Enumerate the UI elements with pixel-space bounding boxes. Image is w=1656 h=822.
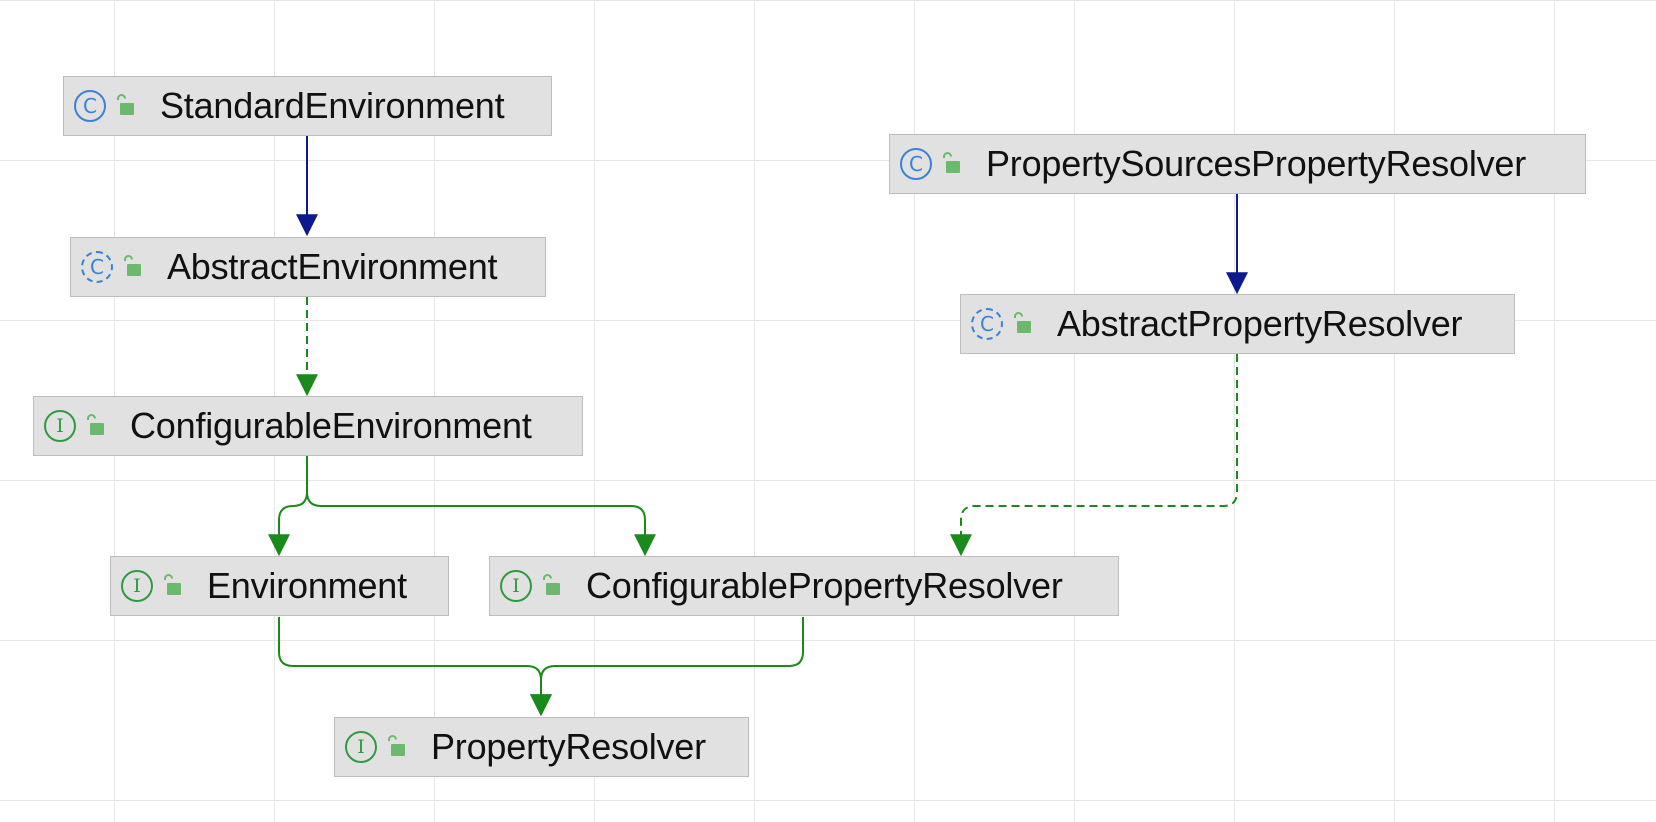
edge-configurable-environment-to-environment [268,456,308,557]
edge-configurable-property-resolver-to-property-resolver [530,617,804,717]
interface-icon: I [44,410,76,442]
edge-abstract-property-resolver-to-configurable-property-resolver [950,354,1238,557]
public-lock-icon [114,94,138,118]
node-configurable-property-resolver[interactable]: I ConfigurablePropertyResolver [489,556,1119,616]
node-environment[interactable]: I Environment [110,556,449,616]
node-standard-environment[interactable]: C StandardEnvironment [63,76,552,136]
node-label: AbstractEnvironment [167,246,498,287]
interface-icon: I [121,570,153,602]
public-lock-icon [161,574,185,598]
node-label: PropertyResolver [431,726,706,767]
node-label: StandardEnvironment [160,85,505,126]
node-label: ConfigurableEnvironment [130,405,532,446]
class-icon: C [74,90,106,122]
public-lock-icon [385,735,409,759]
public-lock-icon [121,255,145,279]
public-lock-icon [940,152,964,176]
interface-icon: I [500,570,532,602]
node-property-sources-property-resolver[interactable]: C PropertySourcesPropertyResolver [889,134,1586,194]
node-property-resolver[interactable]: I PropertyResolver [334,717,749,777]
node-abstract-property-resolver[interactable]: C AbstractPropertyResolver [960,294,1515,354]
node-label: Environment [207,565,407,606]
abstract-class-icon: C [971,308,1003,340]
abstract-class-icon: C [81,251,113,283]
public-lock-icon [540,574,564,598]
node-label: PropertySourcesPropertyResolver [986,143,1527,184]
node-configurable-environment[interactable]: I ConfigurableEnvironment [33,396,583,456]
interface-icon: I [345,731,377,763]
edge-configurable-environment-to-configurable-property-resolver [306,456,656,557]
class-icon: C [900,148,932,180]
node-abstract-environment[interactable]: C AbstractEnvironment [70,237,546,297]
edge-environment-to-property-resolver [278,617,552,717]
public-lock-icon [1011,312,1035,336]
node-label: AbstractPropertyResolver [1057,303,1463,344]
node-label: ConfigurablePropertyResolver [586,565,1063,606]
public-lock-icon [84,414,108,438]
